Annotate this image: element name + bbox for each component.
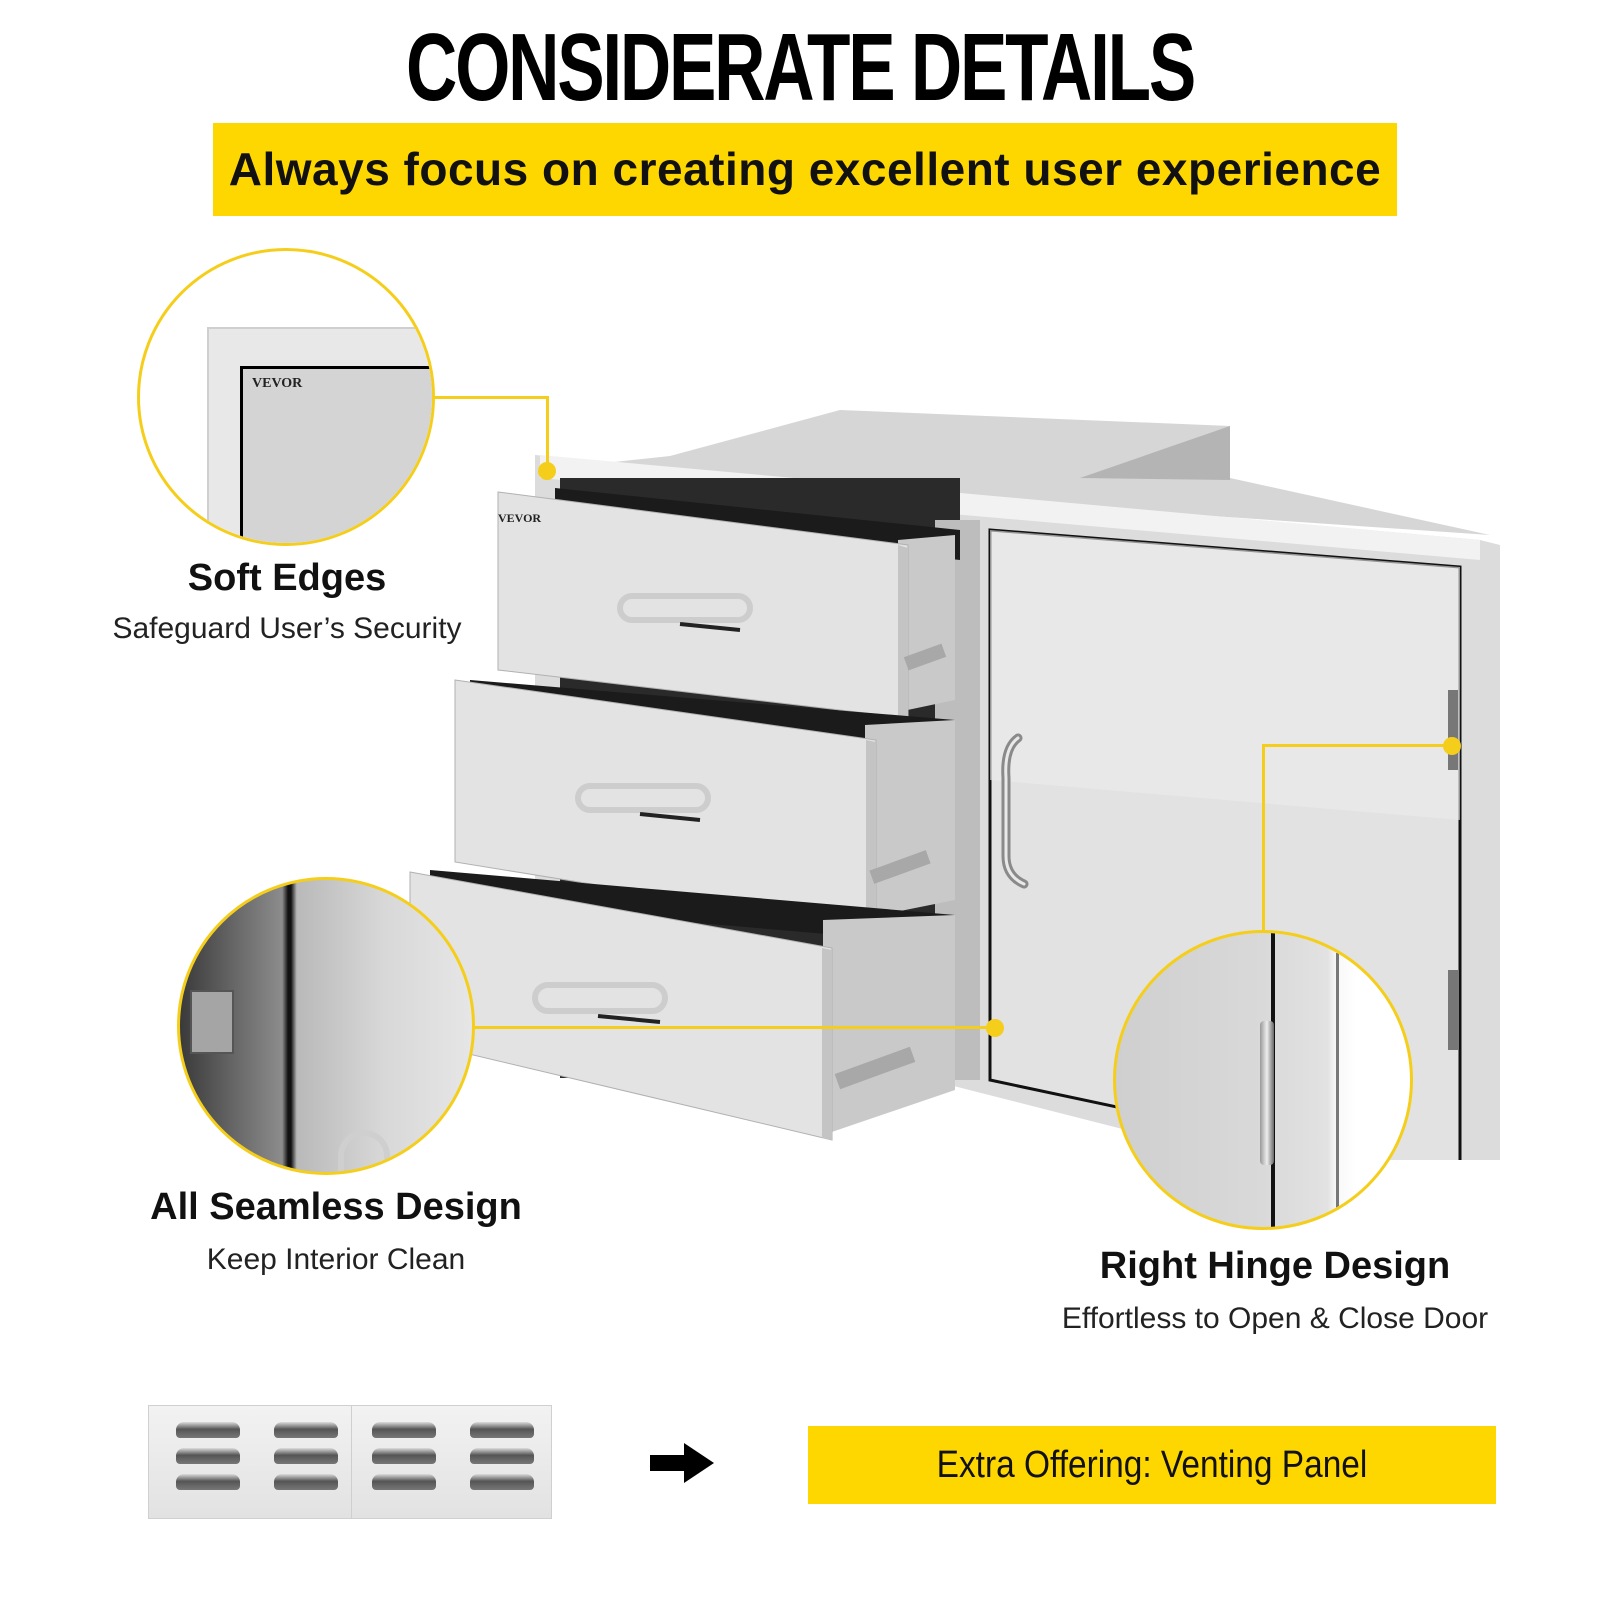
subtitle-text: Always focus on creating excellent user …: [228, 143, 1382, 195]
feature-title: Right Hinge Design: [1099, 1245, 1451, 1287]
feature-subtitle: Keep Interior Clean: [206, 1243, 466, 1276]
cabinet-illustration: VEVOR: [409, 410, 1500, 1210]
vent-slot: [274, 1448, 338, 1464]
vent-slot: [274, 1422, 338, 1438]
vent-slot: [176, 1448, 240, 1464]
vent-slot: [176, 1474, 240, 1490]
vent-slot: [470, 1422, 534, 1438]
vent-slot: [176, 1422, 240, 1438]
extra-offering-label: Extra Offering: Venting Panel: [936, 1444, 1368, 1486]
leader-line: [1262, 744, 1452, 747]
feature-title: Soft Edges: [187, 557, 387, 599]
leader-line: [1262, 744, 1265, 932]
page-title: CONSIDERATE DETAILS: [406, 14, 1196, 121]
vent-slot: [274, 1474, 338, 1490]
vent-slot: [372, 1448, 436, 1464]
subtitle-banner: Always focus on creating excellent user …: [213, 123, 1397, 216]
venting-panel-image: [148, 1405, 552, 1519]
vent-slot: [372, 1422, 436, 1438]
cabinet-product-image: VEVOR: [400, 400, 1520, 1210]
soft-edges-zoom-circle: VEVOR: [137, 248, 435, 546]
hinge-icon: [1260, 1021, 1274, 1165]
leader-line: [435, 396, 549, 399]
vent-slot: [470, 1448, 534, 1464]
feature-subtitle: Effortless to Open & Close Door: [1061, 1302, 1489, 1335]
svg-text:VEVOR: VEVOR: [498, 511, 541, 525]
vevor-logo: VEVOR: [252, 376, 303, 391]
callout-dot: [986, 1019, 1004, 1037]
callout-dot: [538, 462, 556, 480]
seamless-zoom-circle: [177, 877, 475, 1175]
callout-dot: [1443, 737, 1461, 755]
extra-offering-banner: Extra Offering: Venting Panel: [808, 1426, 1496, 1504]
leader-line: [475, 1026, 995, 1029]
leader-line: [546, 396, 549, 466]
vent-slot: [372, 1474, 436, 1490]
arrow-right-icon: [650, 1443, 714, 1488]
feature-title: All Seamless Design: [150, 1186, 522, 1228]
feature-subtitle: Safeguard User’s Security: [112, 612, 462, 645]
vent-slot: [470, 1474, 534, 1490]
hinge-zoom-circle: [1113, 930, 1413, 1230]
